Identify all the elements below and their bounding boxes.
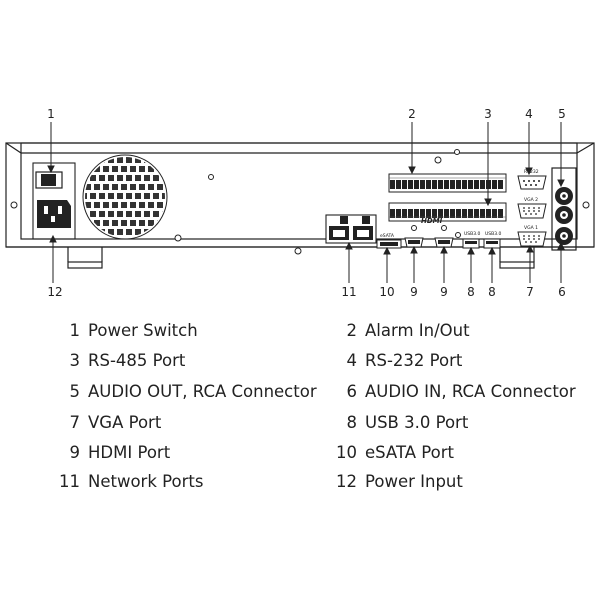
audio-rca-panel bbox=[551, 167, 577, 251]
legend-num: 10 bbox=[336, 443, 357, 462]
callout-9a: 9 bbox=[410, 285, 418, 299]
legend-label: RS-485 Port bbox=[88, 351, 186, 370]
callout-7: 7 bbox=[526, 285, 534, 299]
chassis bbox=[5, 142, 595, 269]
fan-grille bbox=[82, 154, 168, 240]
callout-3: 3 bbox=[484, 107, 492, 121]
legend-num: 2 bbox=[346, 321, 358, 340]
legend-item-6: 6 AUDIO IN, RCA Connector bbox=[0, 381, 576, 403]
network-ports bbox=[325, 214, 377, 244]
audio-in-connector-2 bbox=[555, 227, 573, 245]
power-supply bbox=[32, 162, 76, 240]
legend-num: 12 bbox=[336, 472, 357, 491]
callout-11: 11 bbox=[341, 285, 356, 299]
power-switch bbox=[35, 171, 63, 189]
legend-label: Network Ports bbox=[88, 472, 204, 491]
vga2-port: VGA 2 bbox=[517, 197, 547, 219]
callout-5: 5 bbox=[558, 107, 566, 121]
rear-panel-diagram: RS232 VGA 2 VGA 1 bbox=[5, 107, 595, 299]
legend-item-12: 12 Power Input bbox=[0, 471, 463, 493]
hdmi-ports: HDMI bbox=[404, 217, 454, 248]
legend-item-11: 11 Network Ports bbox=[0, 471, 203, 493]
legend-label: AUDIO IN, RCA Connector bbox=[365, 382, 576, 401]
legend-label: Power Input bbox=[365, 472, 463, 491]
legend-num: 5 bbox=[69, 382, 81, 401]
esata-label: eSATA bbox=[380, 233, 395, 239]
callout-6: 6 bbox=[558, 285, 566, 299]
legend-label: HDMI Port bbox=[88, 443, 171, 462]
callout-2: 2 bbox=[408, 107, 416, 121]
callout-numbers: 1 2 3 4 5 11 10 9 9 8 8 7 6 12 bbox=[47, 107, 566, 299]
legend-num: 1 bbox=[69, 321, 81, 340]
callout-8b: 8 bbox=[488, 285, 496, 299]
callout-8a: 8 bbox=[467, 285, 475, 299]
vga2-label: VGA 2 bbox=[524, 197, 538, 203]
legend-item-2: 2 Alarm In/Out bbox=[0, 320, 470, 342]
legend-item-1: 1 Power Switch bbox=[0, 320, 198, 342]
alarm-terminal-block bbox=[388, 173, 507, 222]
callout-10: 10 bbox=[379, 285, 394, 299]
legend-item-5: 5 AUDIO OUT, RCA Connector bbox=[0, 381, 317, 403]
legend-num: 7 bbox=[69, 413, 81, 432]
legend-label: RS-232 Port bbox=[365, 351, 463, 370]
vga1-port: VGA 1 bbox=[517, 225, 547, 247]
usb3-label-b: USB3.0 bbox=[485, 231, 502, 237]
callout-1: 1 bbox=[47, 107, 55, 121]
callout-12: 12 bbox=[47, 285, 62, 299]
legend-item-9: 9 HDMI Port bbox=[0, 442, 171, 464]
legend-num: 4 bbox=[346, 351, 358, 370]
legend-item-10: 10 eSATA Port bbox=[0, 442, 454, 464]
legend-item-8: 8 USB 3.0 Port bbox=[0, 412, 469, 434]
callout-4: 4 bbox=[525, 107, 533, 121]
legend-label: Power Switch bbox=[88, 321, 198, 340]
legend-item-7: 7 VGA Port bbox=[0, 412, 162, 434]
legend-num: 6 bbox=[346, 382, 358, 401]
hdmi-logo: HDMI bbox=[421, 217, 443, 225]
screws bbox=[10, 149, 590, 255]
legend-num: 3 bbox=[69, 351, 81, 370]
power-input bbox=[37, 200, 71, 228]
leader-lines bbox=[47, 122, 565, 283]
rs232-port: RS232 bbox=[517, 169, 547, 190]
legend-item-4: 4 RS-232 Port bbox=[0, 350, 463, 372]
legend-label: AUDIO OUT, RCA Connector bbox=[88, 382, 317, 401]
legend-label: USB 3.0 Port bbox=[365, 413, 469, 432]
legend-label: eSATA Port bbox=[365, 443, 454, 462]
rs232-label: RS232 bbox=[524, 169, 539, 175]
audio-out-connector bbox=[555, 187, 573, 205]
legend-num: 11 bbox=[59, 472, 80, 491]
legend-num: 8 bbox=[346, 413, 358, 432]
legend-label: Alarm In/Out bbox=[365, 321, 470, 340]
esata-port: eSATA bbox=[376, 233, 402, 249]
port-legend: 1 Power Switch 2 Alarm In/Out 3 RS-485 Port… bbox=[0, 318, 600, 498]
callout-9b: 9 bbox=[440, 285, 448, 299]
audio-in-connector bbox=[555, 206, 573, 224]
usb3-label-a: USB3.0 bbox=[464, 231, 481, 237]
legend-num: 9 bbox=[69, 443, 81, 462]
legend-label: VGA Port bbox=[88, 413, 162, 432]
legend-item-3: 3 RS-485 Port bbox=[0, 350, 186, 372]
vga1-label: VGA 1 bbox=[524, 225, 538, 231]
